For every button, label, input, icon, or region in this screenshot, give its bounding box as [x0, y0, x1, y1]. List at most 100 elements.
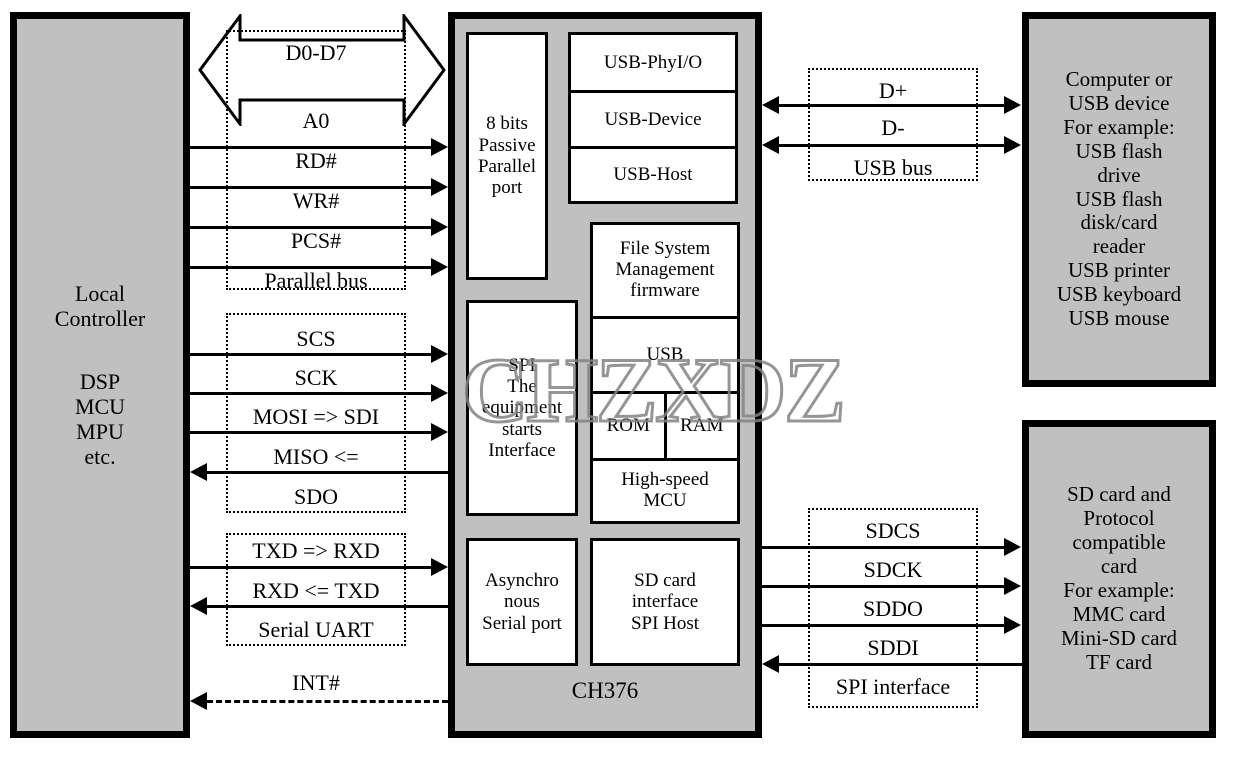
usb-phy-io-label: USB-PhyI/O	[603, 52, 703, 74]
ram-label: RAM	[680, 414, 724, 436]
dplus-line	[779, 104, 1004, 107]
rd-line	[190, 186, 433, 189]
scs-arrow-right	[431, 345, 448, 363]
spi-line-2: equipment	[481, 397, 563, 419]
usb-dev-line-2: For example:	[1063, 114, 1175, 139]
lc-line-1: Controller	[54, 305, 146, 331]
spi-bus-group-box	[226, 313, 406, 513]
txd-arrow-right	[431, 558, 448, 576]
spi-line-4: Interface	[488, 439, 556, 461]
fs-line-2: firmware	[630, 279, 700, 301]
spi-line-3: starts	[501, 418, 543, 440]
rxd-line	[207, 605, 448, 608]
parallel-line-3: port	[491, 177, 523, 199]
sdif-line-0: SD card	[634, 570, 696, 592]
int-arrow-left	[190, 692, 207, 710]
sddo-line	[762, 624, 1004, 627]
ch376-core-block: File System Management firmware USB ROM …	[590, 222, 740, 524]
sd-line-5: MMC card	[1072, 601, 1166, 626]
memory-row: ROM RAM	[593, 391, 737, 458]
mosi-line	[190, 431, 433, 434]
sdck-line	[762, 585, 1004, 588]
local-controller-title: Local Controller	[55, 281, 145, 331]
wr-line	[190, 226, 433, 229]
mosi-arrow-right	[431, 423, 448, 441]
usb-device-label: USB-Device	[604, 108, 702, 130]
usb-phy-io-row: USB-PhyI/O	[571, 35, 735, 90]
uart-line-0: Asynchro	[485, 570, 559, 592]
sdif-line-2: SPI Host	[630, 612, 700, 634]
spi-interface-label: SPI interface	[835, 674, 951, 699]
lc-ex-2: MPU	[76, 419, 124, 445]
dminus-line	[779, 144, 1004, 147]
sd-line-1: Protocol	[1083, 506, 1155, 531]
sdcs-label: SDCS	[865, 518, 921, 543]
sd-line-0: SD card and	[1067, 482, 1171, 507]
uart-group-box	[226, 533, 406, 646]
uart-line-2: Serial port	[482, 612, 562, 634]
rxd-arrow-left	[190, 597, 207, 615]
usb-dev-line-10: USB mouse	[1068, 306, 1170, 331]
sddo-label: SDDO	[863, 596, 923, 621]
dminus-arrow-left	[762, 136, 779, 154]
parallel-line-1: Passive	[478, 134, 536, 156]
fs-line-0: File System	[619, 238, 711, 260]
uart-line-1: nous	[504, 591, 540, 613]
dplus-label: D+	[878, 78, 908, 103]
ch376-chip-label: CH376	[571, 678, 639, 703]
scs-line	[190, 353, 433, 356]
sd-line-4: For example:	[1063, 578, 1175, 602]
usb-core-label: USB	[646, 343, 684, 365]
parallel-bus-label: Parallel bus	[264, 268, 368, 293]
rom-label: ROM	[606, 414, 650, 436]
file-system-firmware-row: File System Management firmware	[593, 225, 737, 316]
rom-cell: ROM	[593, 394, 664, 458]
sdck-label: SDCK	[863, 557, 923, 582]
usb-dev-line-0: Computer or	[1065, 66, 1173, 91]
usb-dev-line-8: USB printer	[1067, 258, 1171, 283]
sck-line	[190, 392, 433, 395]
sd-line-6: Mini-SD card	[1060, 625, 1178, 650]
spi-line-1: The	[507, 376, 537, 398]
wr-label: WR#	[292, 188, 340, 213]
sd-line-7: TF card	[1086, 649, 1152, 674]
miso-arrow-left	[190, 463, 207, 481]
sdo-label: SDO	[293, 484, 338, 509]
sdck-arrow-right	[1004, 577, 1021, 595]
lc-ex-0: DSP	[79, 368, 121, 394]
dminus-arrow-right	[1004, 136, 1021, 154]
pcs-arrow-right	[431, 258, 448, 276]
int-label: INT#	[292, 670, 340, 695]
mcu-line-0: High-speed	[621, 469, 709, 491]
lc-ex-1: MCU	[74, 394, 126, 419]
usb-device-row: USB-Device	[571, 90, 735, 145]
sd-bus-group-box	[808, 508, 978, 708]
a0-label: A0	[302, 108, 330, 133]
serial-uart-label: Serial UART	[258, 617, 374, 642]
sddi-line	[779, 663, 1022, 666]
usb-dev-line-4: drive	[1097, 162, 1141, 187]
sddo-arrow-right	[1004, 616, 1021, 634]
rd-arrow-right	[431, 178, 448, 196]
high-speed-mcu-row: High-speed MCU	[593, 458, 737, 521]
usb-core-row: USB	[593, 316, 737, 391]
sddi-label: SDDI	[867, 635, 919, 660]
a0-arrow-right	[431, 138, 448, 156]
usb-dev-line-3: USB flash	[1075, 138, 1163, 163]
txd-label: TXD => RXD	[252, 538, 380, 563]
local-controller-examples: DSP MCU MPU etc.	[75, 369, 125, 469]
usb-dev-line-1: USB device	[1068, 90, 1170, 115]
mosi-sdi-label: MOSI => SDI	[252, 404, 380, 429]
usb-dev-line-9: USB keyboard	[1056, 282, 1182, 307]
spi-device-interface-block: SPI The equipment starts Interface	[466, 300, 578, 516]
mcu-line-1: MCU	[643, 490, 687, 511]
parallel-line-0: 8 bits	[486, 113, 528, 135]
sdcs-line	[762, 546, 1004, 549]
lc-ex-3: etc.	[84, 444, 116, 470]
pcs-line	[190, 266, 433, 269]
fs-line-1: Management	[615, 259, 715, 281]
sd-line-2: compatible	[1072, 530, 1166, 555]
sd-line-3: card	[1100, 554, 1138, 579]
a0-line	[190, 146, 433, 149]
pcs-label: PCS#	[290, 228, 342, 253]
